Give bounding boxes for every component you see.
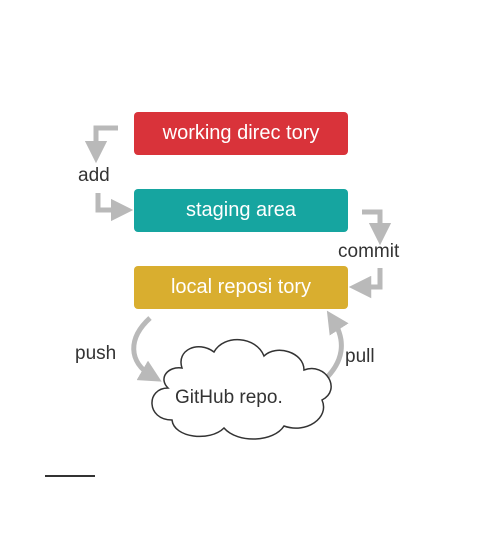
github-repo-label: GitHub repo. (175, 387, 283, 408)
cloud-shape (151, 338, 332, 440)
working-directory-box: working direc tory (134, 112, 348, 155)
commit-arrow-top (362, 209, 392, 246)
staging-area-box: staging area (134, 189, 348, 232)
local-repository-label: local reposi tory (170, 276, 312, 298)
push-arrow (131, 316, 162, 382)
commit-label: commit (338, 241, 400, 262)
push-label: push (75, 343, 117, 364)
pull-label: pull (345, 346, 375, 367)
staging-area-label: staging area (185, 199, 297, 221)
commit-arrow-bottom (348, 268, 383, 299)
footnote-rule (45, 475, 95, 477)
add-arrow-top (84, 125, 118, 164)
add-arrow-bottom (95, 193, 134, 222)
add-label: add (78, 165, 110, 186)
working-directory-label: working direc tory (162, 122, 320, 144)
local-repository-box: local reposi tory (134, 266, 348, 309)
